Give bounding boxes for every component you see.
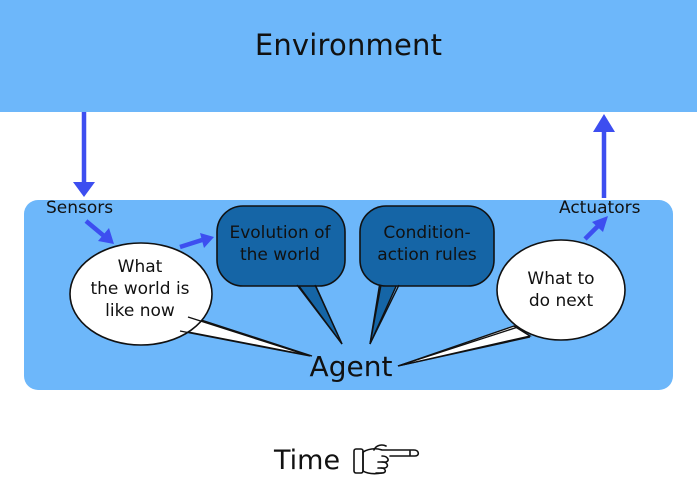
bubble-world-state-line: What	[117, 257, 163, 277]
bubble-evolution-line: Evolution of	[229, 223, 331, 243]
bubble-evolution	[216, 205, 346, 345]
bubble-next-action	[397, 239, 626, 367]
bubble-rules-text: Condition- action rules	[364, 222, 490, 266]
bubble-world-state-line: like now	[105, 301, 175, 321]
bubble-next-action-text: What to do next	[500, 268, 622, 312]
time-label: Time	[274, 445, 341, 476]
bubble-rules-line: Condition-	[383, 223, 471, 243]
bubble-next-action-line: What to	[527, 269, 595, 289]
pointing-hand-icon	[353, 444, 420, 475]
sensors-to-world-arrow	[84, 219, 114, 244]
actuators-label: Actuators	[559, 198, 641, 218]
bubble-world-state-text: What the world is like now	[78, 256, 202, 322]
bubble-evolution-line: the world	[239, 245, 321, 265]
bubble-rules	[359, 205, 495, 345]
bubble-world-state-line: the world is	[90, 279, 190, 299]
world-to-evolution-arrow	[179, 233, 214, 250]
bubble-next-action-line: do next	[528, 291, 594, 311]
bubble-evolution-text: Evolution of the world	[220, 222, 340, 266]
environment-title: Environment	[254, 28, 443, 62]
bubble-world-state	[69, 242, 313, 357]
next-to-actuators-arrow	[583, 216, 608, 241]
agent-label: Agent	[309, 350, 393, 383]
sensor-input-arrow	[73, 112, 95, 197]
bubble-rules-line: action rules	[377, 245, 477, 265]
environment-band	[0, 0, 697, 112]
actuator-output-arrow	[593, 114, 615, 198]
sensors-label: Sensors	[46, 198, 114, 218]
